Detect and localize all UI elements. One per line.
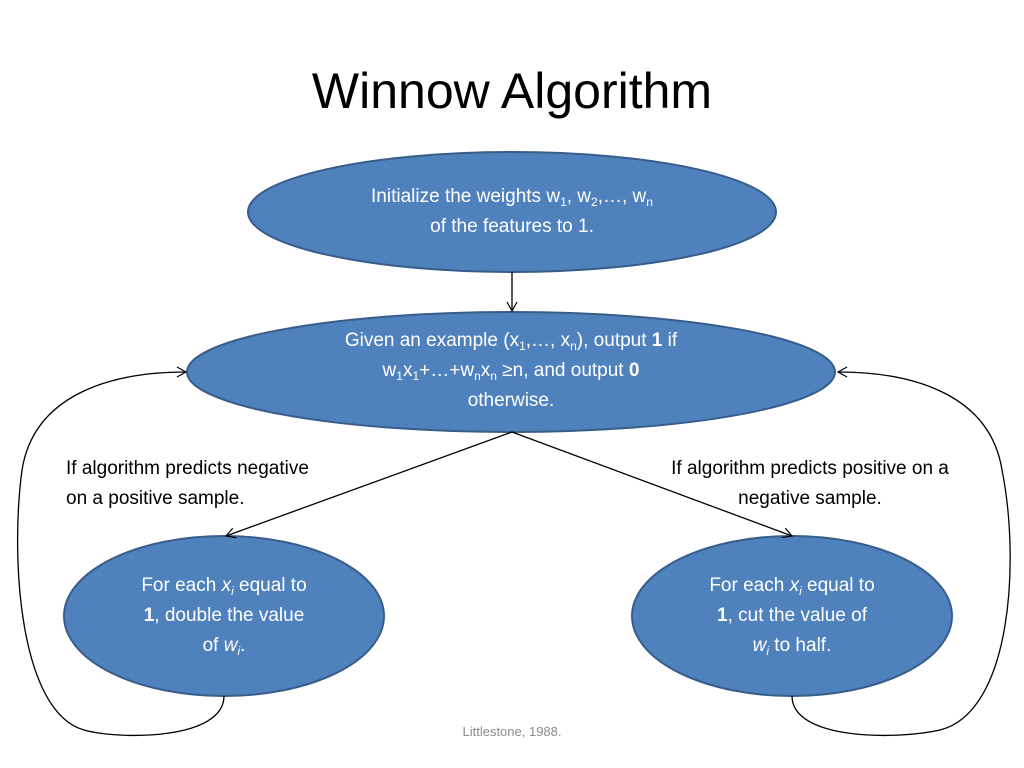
edge-promote-loop-back — [16, 366, 225, 736]
edge-label-right-line2: negative sample. — [738, 488, 882, 509]
edge-label-left-line2: on a positive sample. — [66, 488, 245, 509]
edge-predict-to-promote — [224, 431, 513, 539]
node-init: Initialize the weights w1, w2,…, wn of t… — [280, 182, 744, 242]
node-demote: For each xi equal to 1, cut the value of… — [662, 571, 922, 661]
node-predict-line2: w1x1+…+wnxn ≥n, and output 0 — [382, 360, 640, 383]
node-predict-line1: Given an example (x1,…, xn), output 1 if — [344, 330, 678, 353]
edge-label-right-line1: If algorithm predicts positive on a — [671, 458, 949, 479]
edge-predict-to-demote — [511, 431, 794, 539]
edge-label-left: If algorithm predicts negative on a posi… — [66, 454, 386, 514]
edge-label-left-line1: If algorithm predicts negative — [66, 458, 309, 479]
edge-demote-loop-back — [791, 366, 1011, 736]
node-init-line2: of the features to 1. — [430, 216, 594, 237]
slide-title: Winnow Algorithm — [311, 63, 713, 119]
node-promote: For each xi equal to 1, double the value… — [94, 571, 354, 661]
node-predict: Given an example (x1,…, xn), output 1 if… — [230, 326, 792, 416]
node-demote-line2: 1, cut the value of — [717, 605, 867, 626]
node-init-line1: Initialize the weights w1, w2,…, wn — [371, 186, 653, 209]
edge-label-right: If algorithm predicts positive on a nega… — [628, 454, 992, 514]
node-promote-line1: For each xi equal to — [141, 575, 307, 598]
node-demote-line1: For each xi equal to — [709, 575, 875, 598]
node-demote-line3: wi to half. — [752, 635, 832, 658]
node-promote-line3: of wi. — [202, 635, 246, 658]
node-promote-line2: 1, double the value — [143, 605, 305, 626]
node-predict-line3: otherwise. — [467, 390, 555, 411]
citation-footer: Littlestone, 1988. — [462, 724, 562, 739]
